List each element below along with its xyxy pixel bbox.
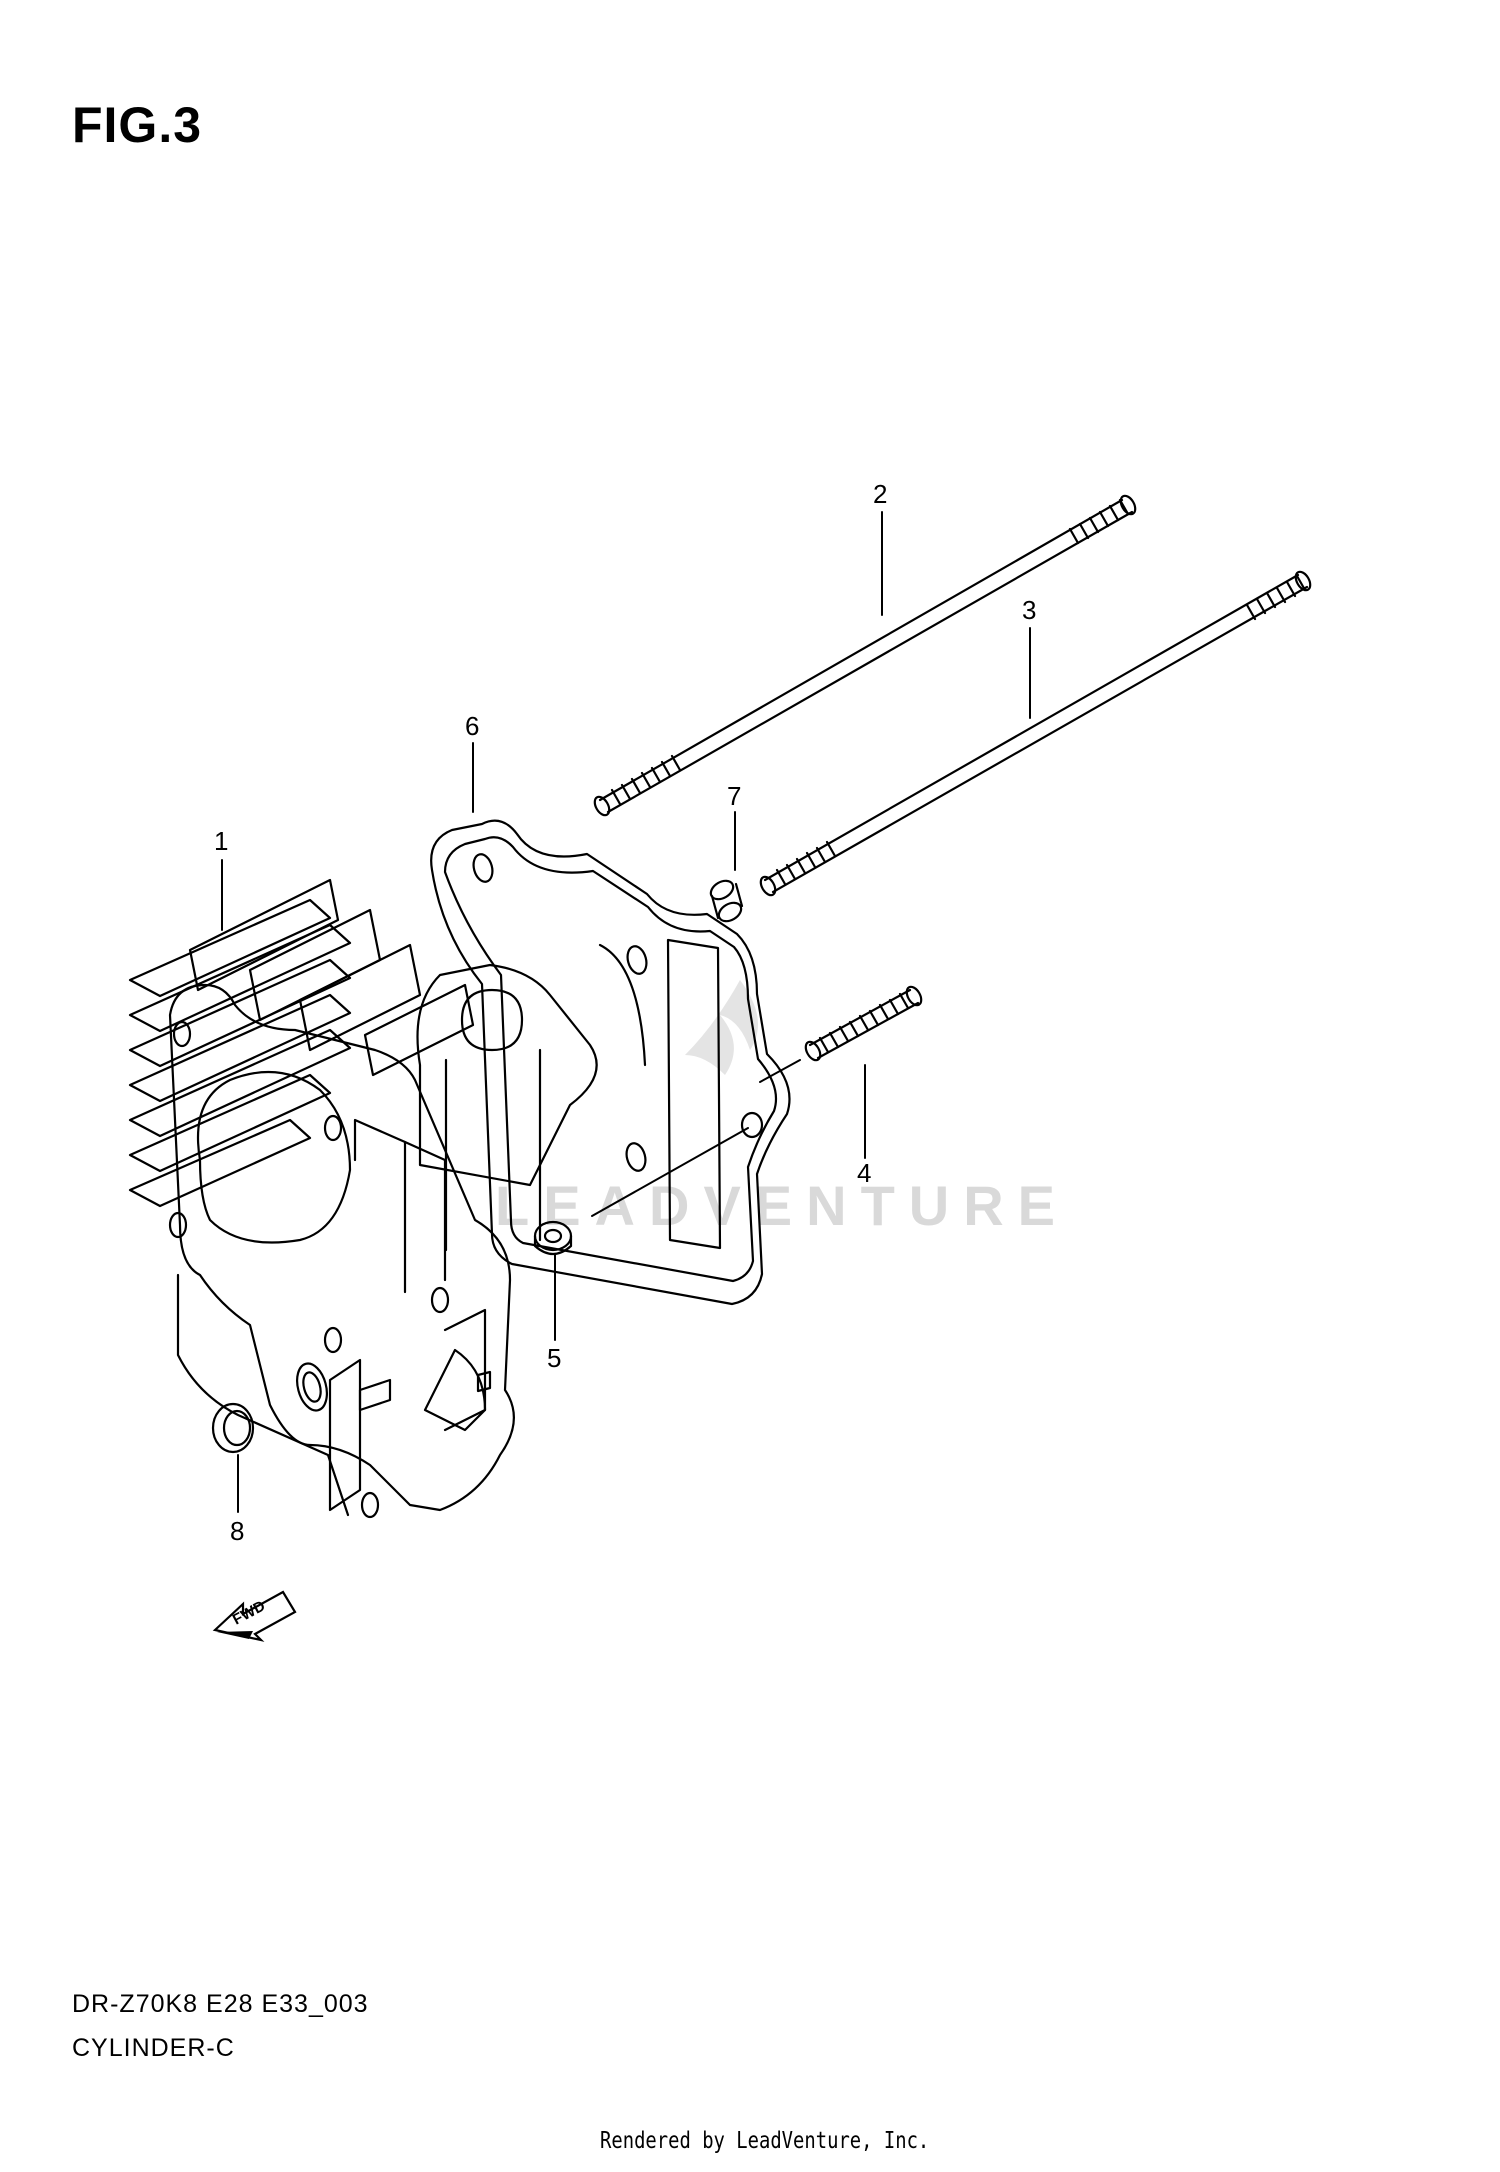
stud-long-upper [593,494,1137,817]
callout-part-8: 8 [230,1516,244,1546]
callout-part-6: 6 [465,711,479,741]
callout-part-5: 5 [547,1343,561,1373]
stud-long-lower [759,570,1312,897]
callout-part-3: 3 [1022,595,1036,625]
diagram-name: CYLINDER-C [72,2034,235,2062]
dowel-pin [709,879,744,923]
stud-short [804,985,923,1062]
fwd-arrow: FWD [212,1590,297,1642]
watermark-logo: LEADVENTURE [495,980,1069,1237]
cylinder-gasket [430,819,791,1306]
callout-part-1: 1 [214,826,228,856]
o-ring [211,1402,255,1454]
callout-part-2: 2 [873,479,887,509]
cylinder-block [128,878,598,1519]
callout-part-7: 7 [727,781,741,811]
cylinder-nut [533,1220,573,1256]
model-code: DR-Z70K8 E28 E33_003 [72,1990,369,2018]
callout-part-4: 4 [857,1158,871,1188]
figure-title: FIG.3 [72,97,203,153]
leader-lines [221,511,1031,1513]
watermark-text: LEADVENTURE [495,1174,1069,1237]
render-credit: Rendered by LeadVenture, Inc. [600,2128,930,2154]
